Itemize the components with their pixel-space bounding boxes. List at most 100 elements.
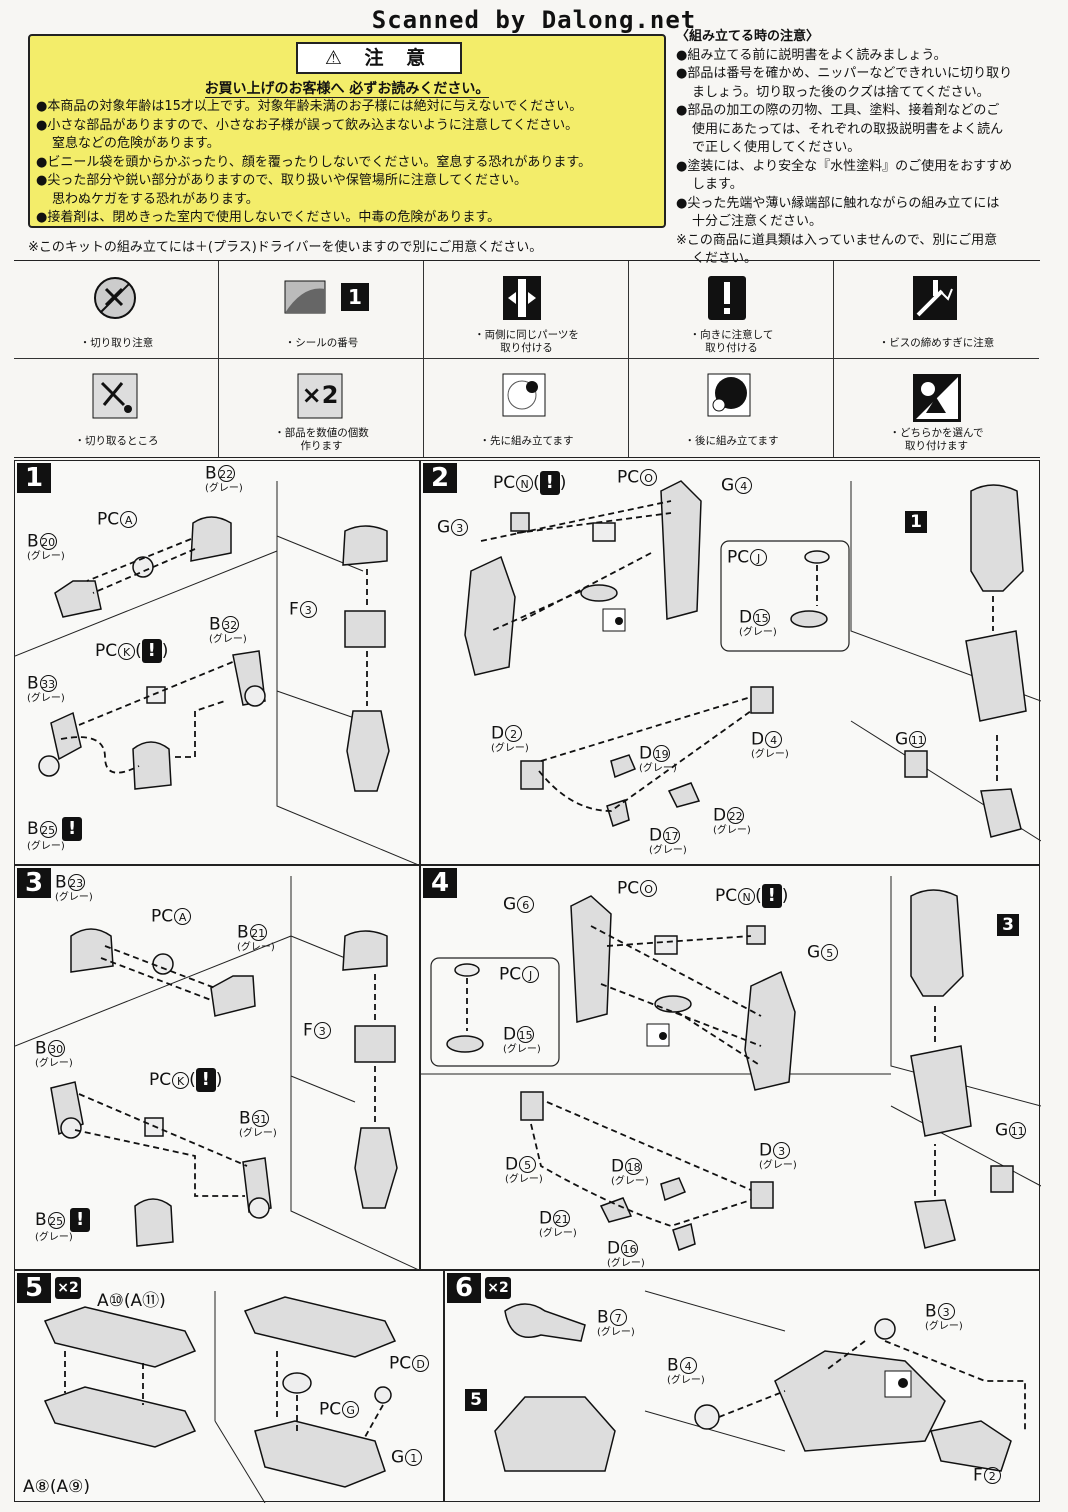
legend-number: ×2 xyxy=(301,381,339,409)
step-number: 2 xyxy=(423,463,457,493)
legend-caption-2: 取り付ける xyxy=(705,342,758,354)
warning-line: ●小さな部品がありますので、小さなお子様が誤って飲み込まないように注意してくださ… xyxy=(36,117,579,133)
legend-cut-carefully: ・切り取り注意 xyxy=(14,261,219,359)
warning-box: ⚠ 注 意 お買い上げのお客様へ 必ずお読みください。 ●本商品の対象年齢は15… xyxy=(28,34,666,228)
step-3-diagram xyxy=(15,876,421,1271)
small-dot-icon xyxy=(502,373,546,421)
warning-line: 思わぬケガをする恐れがあります。 xyxy=(52,191,259,207)
ref-step-1: 1 xyxy=(905,511,927,533)
screwdriver-note: ※このキットの組み立てには＋(プラス)ドライバーを使いますので別にご用意ください… xyxy=(28,240,543,255)
legend-make-multiple: ×2 ・部品を数値の個数作ります xyxy=(219,359,424,457)
assembly-note-line: ●尖った先端や薄い縁端部に触れながらの組み立てには xyxy=(676,195,1000,211)
assembly-note-line: ●部品は番号を確かめ、ニッパーなどできれいに切り取り xyxy=(676,66,1013,81)
legend-sticker-number: 1・シールの番号 xyxy=(219,261,424,359)
assembly-note-line: ましょう。切り取った後のクズは捨ててください。 xyxy=(692,84,990,100)
nippers-icon xyxy=(92,373,138,423)
legend-caption: ・ビスの締めすぎに注意 xyxy=(878,337,995,349)
legend-caption: ・部品を数値の個数 xyxy=(274,427,369,439)
warning-line: ●ビニール袋を頭からかぶったり、顔を覆ったりしないでください。窒息する恐れがあり… xyxy=(36,154,592,170)
ref-step-3: 3 xyxy=(997,914,1019,936)
legend-number: 1 xyxy=(341,283,369,311)
assembly-note-line: ください。 xyxy=(692,251,758,266)
step-number: 1 xyxy=(17,463,51,493)
assembly-notes-heading: 〈組み立てる時の注意〉 xyxy=(676,29,820,44)
large-dot-icon xyxy=(707,373,751,421)
legend-caption: ・両側に同じパーツを xyxy=(474,329,579,341)
step-2-diagram xyxy=(464,480,1041,842)
warning-title: ⚠ 注 意 xyxy=(296,42,462,74)
legend-caption: ・切り取り注意 xyxy=(79,337,154,349)
assembly-note-line: で正しく使用してください。 xyxy=(692,140,861,155)
sticker-icon: 1 xyxy=(283,275,383,321)
legend-caption: ・先に組み立てます xyxy=(479,435,574,447)
assembly-note-line: ●塗装には、より安全な『水性塗料』のご使用をおすすめ xyxy=(676,158,1013,174)
legend-screw-overtighten: ・ビスの締めすぎに注意 xyxy=(834,261,1039,359)
warning-line: 窒息などの危険があります。 xyxy=(52,136,220,151)
x2-badge: ×2 xyxy=(55,1277,81,1299)
screw-warning-icon xyxy=(912,275,958,325)
step-1-diagram xyxy=(15,481,421,866)
assembly-note-line: 使用にあたっては、それぞれの取扱説明書をよく読ん xyxy=(692,121,1004,137)
legend-same-parts-both-sides: ・両側に同じパーツを取り付ける xyxy=(424,261,629,359)
label-a8: A⑧(A⑨) xyxy=(23,1477,91,1497)
ref-step-5: 5 xyxy=(465,1389,487,1411)
legend-caption-2: 作ります xyxy=(300,440,343,452)
legend-assemble-later: ・後に組み立てます xyxy=(629,359,834,457)
assembly-note-line: 十分ご注意ください。 xyxy=(692,214,823,229)
legend-caption: ・向きに注意して xyxy=(689,329,774,341)
assembly-notes: 〈組み立てる時の注意〉 ●組み立てる前に説明書をよく読みましょう。●部品は番号を… xyxy=(676,28,1036,269)
warning-line: ●尖った部分や鋭い部分がありますので、取り扱いや保管場所に注意してください。 xyxy=(36,173,528,188)
exclamation-icon xyxy=(707,275,747,325)
assembly-note-line: ※この商品に道具類は入っていませんので、別にご用意 xyxy=(676,232,998,248)
step-number: 4 xyxy=(423,868,457,898)
nippers-circle-icon xyxy=(92,275,138,325)
legend-mind-orientation: ・向きに注意して取り付ける xyxy=(629,261,834,359)
x2-badge: ×2 xyxy=(485,1277,511,1299)
x2-icon: ×2 xyxy=(297,373,343,423)
warning-line: ●接着剤は、閉めきった室内で使用しないでください。中毒の危険があります。 xyxy=(36,210,501,225)
